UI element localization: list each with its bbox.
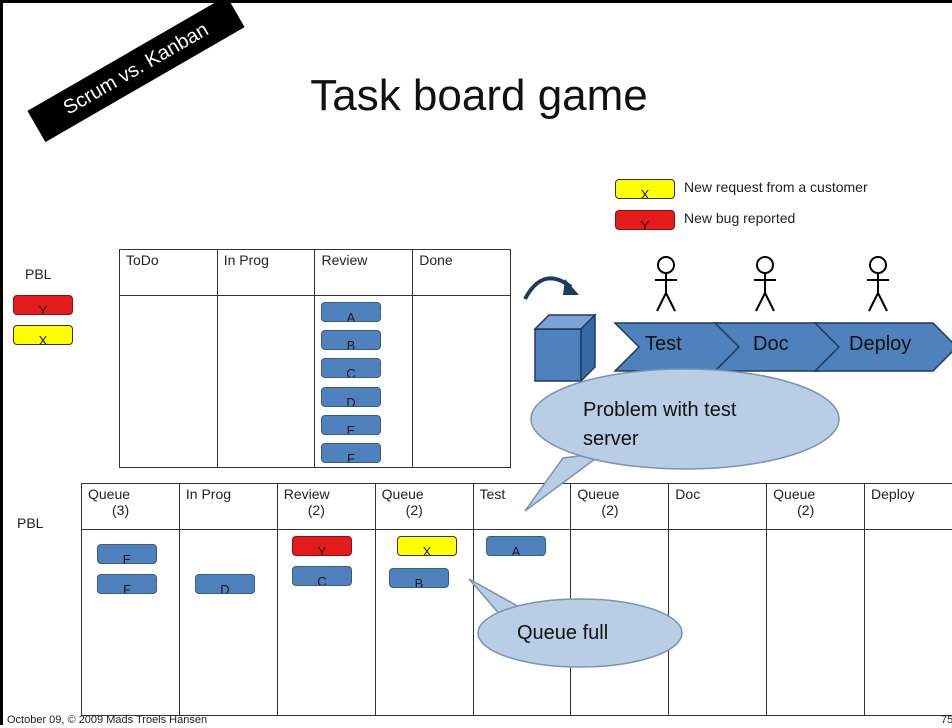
kanban-col-inprog: In Prog [178, 483, 278, 530]
legend-card-request: X [615, 179, 675, 199]
kanban-cell [374, 529, 474, 716]
scrum-cell-todo [119, 295, 218, 468]
kanban-card-d[interactable]: D [195, 574, 255, 594]
legend-card-bug: Y [615, 210, 675, 230]
legend-text-request: New request from a customer [684, 179, 868, 195]
legend-text-bug: New bug reported [684, 210, 796, 226]
stick-figure-icon [867, 256, 889, 312]
scrum-board: ToDo In Prog Review Done [119, 249, 511, 468]
callout-bubble-server [530, 368, 840, 470]
kanban-card-f[interactable]: F [97, 574, 157, 594]
scrum-cell-done [412, 295, 511, 468]
scrum-card-e[interactable]: E [321, 415, 381, 435]
scrum-col-todo: ToDo [119, 249, 218, 296]
scrum-cell-inprog [216, 295, 316, 468]
kanban-card-y[interactable]: Y [292, 536, 352, 556]
callout-tail-server [524, 451, 606, 512]
stick-figure-icon [754, 256, 776, 312]
kanban-cell [276, 529, 376, 716]
scrum-col-done: Done [412, 249, 511, 296]
kanban-col-review: Review(2) [276, 483, 376, 530]
curved-arrow-head-icon [563, 279, 579, 295]
kanban-col-queue2: Queue(2) [374, 483, 474, 530]
kanban-card-x[interactable]: X [397, 536, 457, 556]
slide-footer: October 09, © 2009 Mads Troels Hansen [7, 714, 208, 726]
kanban-col-queue3: Queue(2) [570, 483, 670, 530]
stage-deploy: Deploy [849, 333, 912, 355]
kanban-col-deploy: Deploy [864, 483, 952, 530]
scrum-card-f[interactable]: F [321, 443, 381, 463]
kanban-pbl-label: PBL [17, 515, 44, 531]
scrum-card-c[interactable]: C [321, 358, 381, 378]
stage-test: Test [645, 333, 682, 355]
callout-text-queue: Queue full [517, 622, 609, 644]
scrum-col-inprog: In Prog [216, 249, 316, 296]
kanban-cell [668, 529, 768, 716]
kanban-card-c[interactable]: C [292, 566, 352, 586]
pipeline-graphics [523, 256, 952, 383]
slide-title: Task board game [310, 71, 648, 120]
scrum-cell-review [314, 295, 414, 468]
stage-doc: Doc [753, 333, 789, 355]
kanban-col-test: Test [472, 483, 572, 530]
page-number: 75 [941, 714, 952, 726]
scrum-card-b[interactable]: B [321, 330, 381, 350]
kanban-cell [864, 529, 952, 716]
scrum-pbl-label: PBL [25, 266, 52, 282]
kanban-card-e[interactable]: E [97, 544, 157, 564]
callout-text-server: Problem with test server [583, 399, 737, 450]
kanban-col-queue1: Queue(3) [81, 483, 180, 530]
scrum-card-d[interactable]: D [321, 387, 381, 407]
kanban-card-a[interactable]: A [486, 536, 546, 556]
callout-bubble-queue [477, 598, 683, 668]
callout-shapes [468, 368, 840, 668]
chevron-deploy-icon [813, 322, 952, 372]
scrum-col-review: Review [314, 249, 414, 296]
scrum-card-a[interactable]: A [321, 302, 381, 322]
kanban-col-queue4: Queue(2) [766, 483, 866, 530]
cube-icon [533, 313, 597, 383]
kanban-cell [766, 529, 866, 716]
scrum-pbl-card-y[interactable]: Y [13, 295, 73, 315]
stick-figure-icon [655, 256, 677, 312]
kanban-card-b[interactable]: B [389, 568, 449, 588]
scrum-pbl-card-x[interactable]: X [13, 325, 73, 345]
kanban-col-doc: Doc [668, 483, 768, 530]
